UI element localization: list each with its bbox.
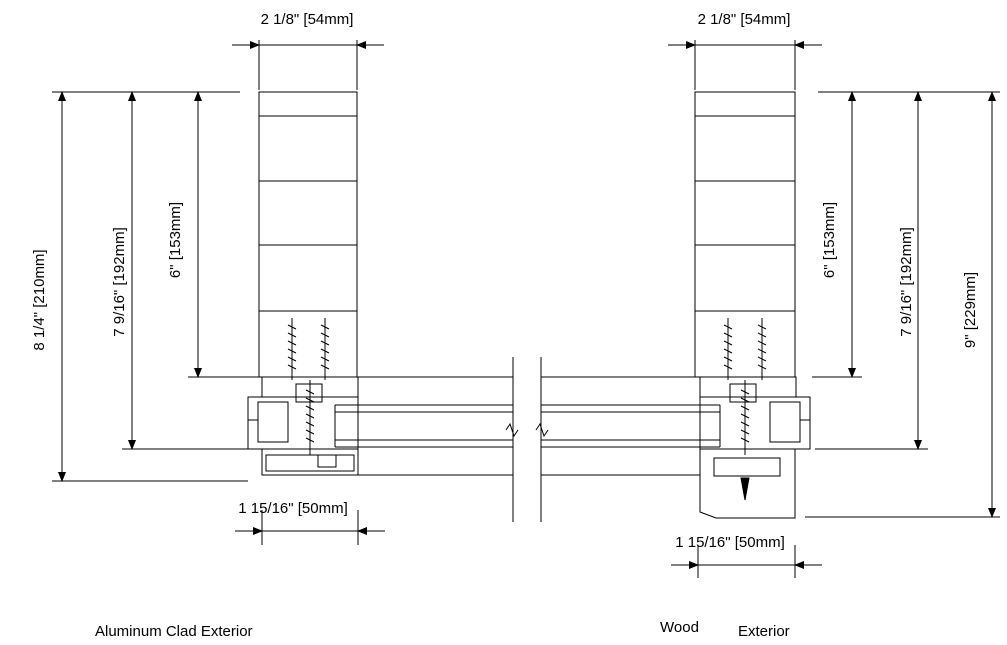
- left-top-width-dimension: [232, 40, 384, 90]
- left-glazing: [322, 357, 519, 522]
- right-height-mid-label: 7 9/16" [192mm]: [898, 227, 915, 337]
- right-bottom-width-label: 1 15/16" [50mm]: [675, 534, 785, 551]
- right-top-width-dimension: [668, 40, 822, 90]
- left-height-outer-label: 8 1/4" [210mm]: [31, 249, 48, 350]
- right-caption-exterior: Exterior: [738, 623, 790, 640]
- left-wood-stack: [258, 91, 358, 378]
- right-bottom-width-dimension: [671, 545, 822, 578]
- left-height-inner-label: 6" [153mm]: [167, 202, 184, 278]
- left-section: [52, 40, 519, 545]
- left-top-width-label: 2 1/8" [54mm]: [261, 11, 354, 28]
- right-screws: [723, 318, 767, 501]
- right-wood-stack: [694, 91, 796, 378]
- right-height-dimensions: [805, 91, 1000, 518]
- right-frame-profile: [699, 376, 811, 519]
- right-section: [535, 40, 1000, 578]
- right-glazing: [535, 357, 721, 522]
- left-bottom-width-dimension: [235, 510, 385, 545]
- left-bottom-width-label: 1 15/16" [50mm]: [238, 500, 348, 517]
- right-top-width-label: 2 1/8" [54mm]: [698, 11, 791, 28]
- right-caption-wood: Wood: [660, 619, 699, 636]
- right-height-inner-label: 6" [153mm]: [821, 202, 838, 278]
- left-height-mid-label: 7 9/16" [192mm]: [111, 227, 128, 337]
- left-caption: Aluminum Clad Exterior: [95, 623, 253, 640]
- right-height-outer-label: 9" [229mm]: [962, 272, 979, 348]
- left-height-dimensions: [52, 91, 262, 482]
- left-screws: [287, 318, 330, 455]
- left-frame-profile: [247, 376, 359, 476]
